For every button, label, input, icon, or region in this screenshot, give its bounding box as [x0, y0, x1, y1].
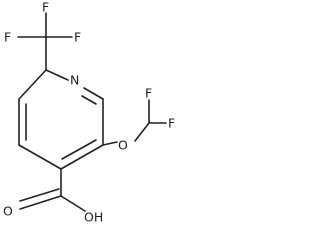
bond-c4-c5 [18, 144, 62, 170]
bond-c-oh [60, 195, 86, 212]
bond-carbonyl-2 [19, 188, 60, 202]
atom-f-chf2-right: F [168, 116, 175, 131]
bond-c6-n [45, 69, 69, 81]
atom-f-chf2-top: F [145, 86, 152, 101]
bond-c6-c1 [18, 69, 47, 100]
bond-c3-c4 [60, 144, 104, 170]
bond-n-c2-inner [81, 95, 97, 105]
atom-f-cf3-top: F [42, 0, 49, 15]
atom-ring-nitrogen: N [70, 73, 79, 88]
atom-f-cf3-left: F [4, 30, 11, 45]
atom-labels: F F F N O F F O OH [3, 0, 175, 225]
bond-n-c2 [83, 87, 104, 100]
bond-c3-c4-inner [61, 139, 97, 160]
bond-c2-o [102, 141, 118, 146]
atom-ether-oxygen: O [118, 138, 128, 153]
chemical-structure: F F F N O F F O OH [3, 0, 175, 225]
atom-f-cf3-right: F [74, 30, 81, 45]
bond-carbonyl-1 [19, 195, 62, 210]
atom-hydroxyl: OH [84, 210, 103, 225]
bond-o-chf2 [134, 122, 150, 142]
bond-lines [17, 12, 167, 212]
atom-carbonyl-oxygen: O [3, 204, 13, 219]
